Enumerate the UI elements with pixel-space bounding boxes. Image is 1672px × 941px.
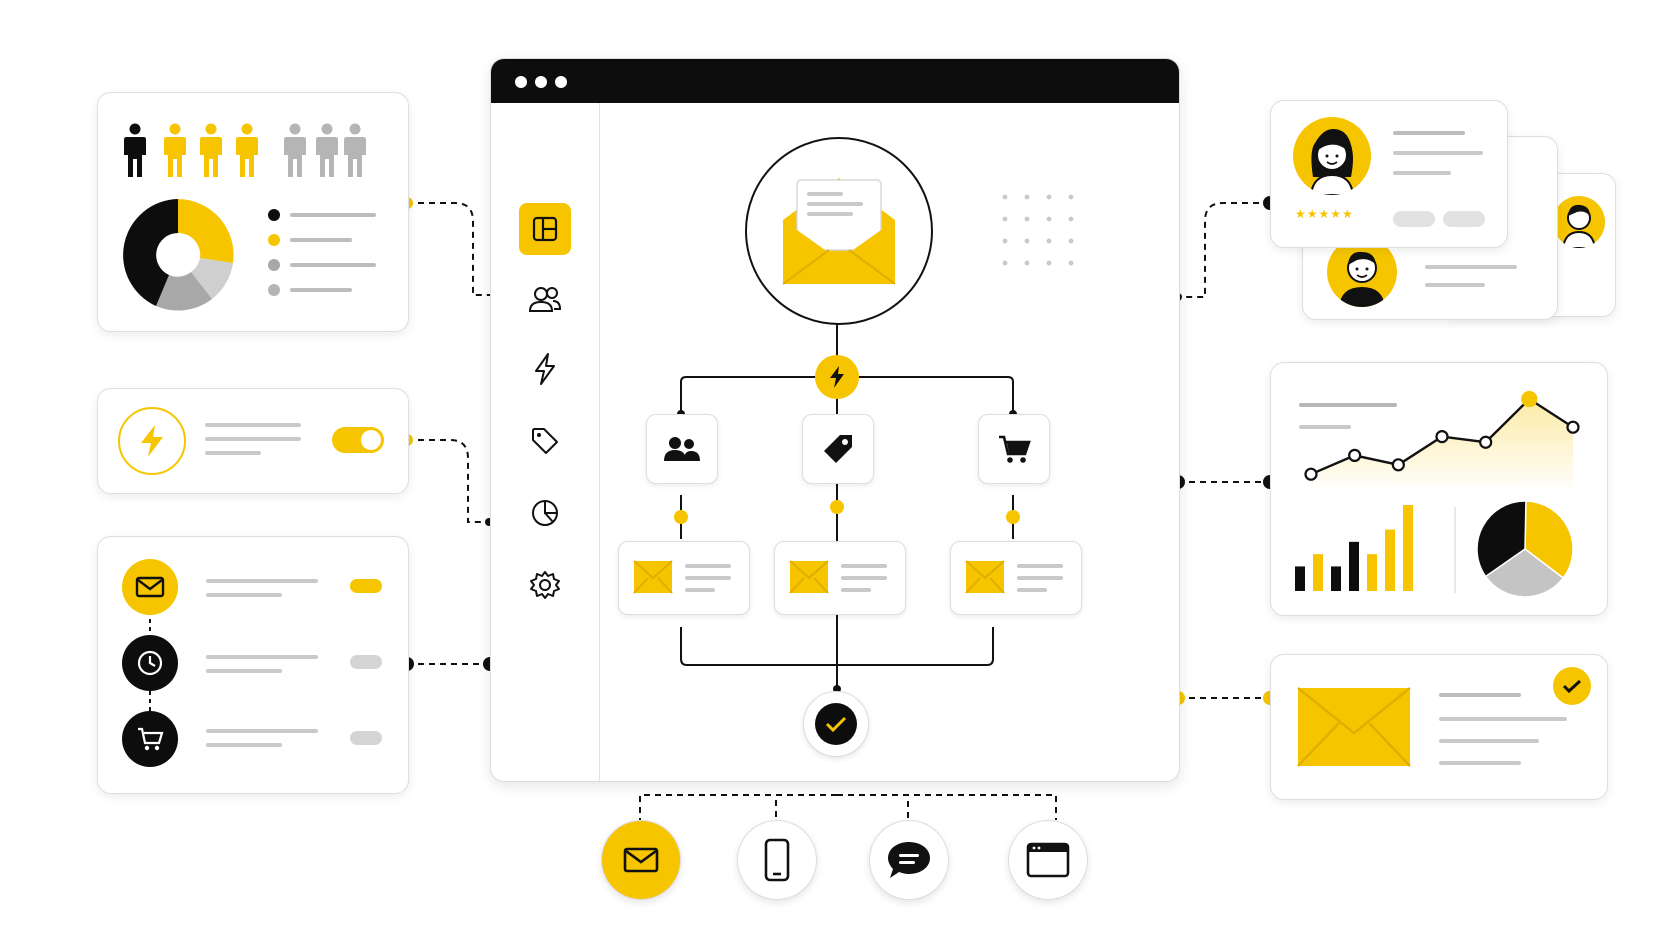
- donut-segment-light: [191, 258, 233, 299]
- cart-icon: [999, 435, 1031, 463]
- bar: [1385, 529, 1395, 591]
- phone-icon: [764, 838, 790, 882]
- envelope-icon: [965, 560, 1005, 594]
- profile-action-pill[interactable]: [1443, 211, 1485, 227]
- trigger-lightning-icon[interactable]: [815, 355, 859, 399]
- branch-email-card[interactable]: [774, 541, 906, 615]
- bar: [1331, 566, 1341, 591]
- tag-icon: [824, 435, 852, 463]
- channel-web[interactable]: [1008, 820, 1088, 900]
- flow-complete-node[interactable]: [803, 691, 869, 757]
- check-icon: [815, 703, 857, 745]
- donut-legend: [268, 209, 398, 309]
- check-icon: [1553, 667, 1591, 705]
- users-icon: [664, 437, 700, 461]
- person-icon: [236, 123, 258, 177]
- bar: [1313, 554, 1323, 591]
- profile-action-pill[interactable]: [1393, 211, 1435, 227]
- branch-email-card[interactable]: [950, 541, 1082, 615]
- channel-chat[interactable]: [869, 820, 949, 900]
- automation-card: [97, 388, 409, 494]
- legend-dot-accent: [268, 234, 280, 246]
- person-icon: [164, 123, 186, 177]
- avatar: [1293, 117, 1371, 195]
- pie-slice: [1484, 548, 1565, 598]
- sidebar: [491, 103, 600, 781]
- line-point: [1391, 458, 1405, 472]
- envelope-icon: [782, 178, 896, 285]
- sequence-card: [97, 536, 409, 794]
- pie-slice: [1524, 500, 1574, 580]
- branch-cart-node[interactable]: [978, 414, 1050, 484]
- envelope-icon: [633, 560, 673, 594]
- browser-icon: [1026, 842, 1070, 878]
- envelope-icon: [789, 560, 829, 594]
- line-point: [1521, 390, 1538, 408]
- line-point: [1566, 420, 1580, 434]
- line-point: [1479, 435, 1493, 449]
- window-control[interactable]: [555, 76, 567, 88]
- window-control[interactable]: [535, 76, 547, 88]
- cart-icon: [122, 711, 178, 767]
- legend-dot-light: [268, 284, 280, 296]
- avatar: [1553, 196, 1605, 248]
- status-pill-gray: [350, 731, 382, 745]
- person-icon: [124, 123, 146, 177]
- line-area: [1311, 399, 1573, 493]
- chat-icon: [888, 842, 930, 878]
- channel-mobile[interactable]: [737, 820, 817, 900]
- window-titlebar: [491, 59, 1179, 103]
- status-pill-gray: [350, 655, 382, 669]
- donut-segment-dark: [123, 199, 178, 306]
- people-icons: [122, 123, 382, 183]
- bar: [1349, 541, 1359, 591]
- users-icon[interactable]: [519, 273, 571, 325]
- toggle-knob: [361, 430, 381, 450]
- mail-icon: [122, 559, 178, 615]
- donut-segment-gray: [156, 272, 212, 311]
- status-pill-accent: [350, 579, 382, 593]
- avatar: [1327, 237, 1397, 307]
- person-icon: [284, 123, 306, 177]
- channel-email[interactable]: [601, 820, 681, 900]
- donut-chart: [123, 199, 234, 311]
- line-point: [1348, 448, 1362, 463]
- rating-stars: ★★★★★: [1295, 207, 1354, 221]
- clock-icon: [122, 635, 178, 691]
- gear-icon[interactable]: [519, 559, 571, 611]
- profile-card-front: ★★★★★: [1270, 100, 1508, 248]
- layout-icon[interactable]: [519, 203, 571, 255]
- envelope-icon: [1297, 687, 1411, 767]
- email-campaign-node[interactable]: [745, 137, 933, 325]
- donut-segment-accent: [178, 199, 234, 263]
- person-icon: [344, 123, 366, 177]
- analytics-chart: [1295, 390, 1580, 598]
- line-point: [1304, 467, 1318, 481]
- lightning-icon: [118, 407, 186, 475]
- pie-slice: [1476, 500, 1527, 578]
- person-icon: [316, 123, 338, 177]
- branch-users-node[interactable]: [646, 414, 718, 484]
- pie-chart-icon[interactable]: [519, 487, 571, 539]
- email-success-card: [1270, 654, 1608, 800]
- lightning-icon[interactable]: [519, 343, 571, 395]
- audience-card: [97, 92, 409, 332]
- legend-dot-dark: [268, 209, 280, 221]
- mail-icon: [623, 847, 659, 873]
- tag-icon[interactable]: [519, 415, 571, 467]
- branch-email-card[interactable]: [618, 541, 750, 615]
- branch-tag-node[interactable]: [802, 414, 874, 484]
- bar: [1367, 554, 1377, 591]
- line-point: [1435, 429, 1449, 444]
- bar: [1403, 505, 1413, 591]
- automation-builder-window: [490, 58, 1180, 782]
- analytics-card: [1270, 362, 1608, 616]
- automation-toggle[interactable]: [332, 427, 384, 453]
- person-icon: [200, 123, 222, 177]
- window-control[interactable]: [515, 76, 527, 88]
- legend-dot-gray: [268, 259, 280, 271]
- bar: [1295, 566, 1305, 591]
